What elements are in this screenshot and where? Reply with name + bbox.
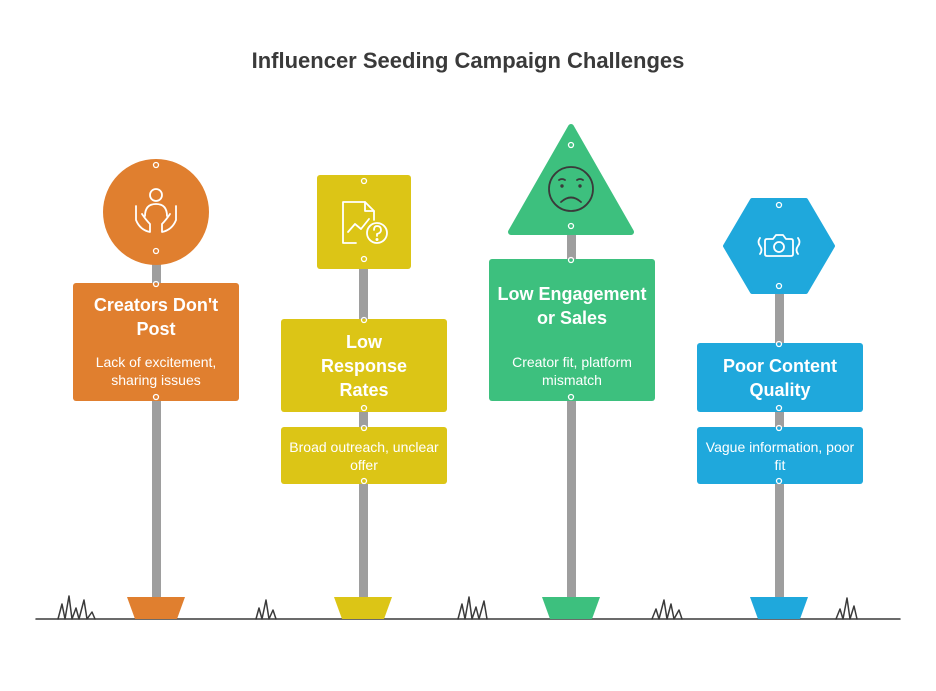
- rivet: [775, 404, 783, 412]
- sign-description-creators: Lack of excitement, sharing issues: [95, 354, 217, 388]
- sign-heading-engagement: Low Engagement or Sales: [497, 284, 647, 328]
- rivet: [152, 247, 160, 255]
- grass-tuft: [57, 595, 96, 620]
- sign-sub-panel: [697, 427, 863, 484]
- sign-panel: [489, 259, 655, 401]
- rivet: [567, 141, 575, 149]
- rivet: [360, 177, 368, 185]
- sign-base: [334, 597, 392, 619]
- page-title: Influencer Seeding Campaign Challenges: [251, 48, 685, 73]
- rivet: [567, 393, 575, 401]
- user-hands-icon: [135, 188, 177, 233]
- rivet: [567, 256, 575, 264]
- rivet: [360, 424, 368, 432]
- rivet: [775, 201, 783, 209]
- chart-question-icon: [342, 201, 388, 244]
- ground: [35, 595, 901, 620]
- grass-tuft: [255, 599, 277, 620]
- rivet: [360, 404, 368, 412]
- sign-heading-response: Low Response Rates: [320, 332, 408, 400]
- rivet: [152, 280, 160, 288]
- sign-quality: [697, 198, 863, 619]
- sign-base: [127, 597, 185, 619]
- sign-heading-creators: Creators Don't Post: [93, 295, 219, 339]
- rivet: [360, 477, 368, 485]
- rivet: [567, 222, 575, 230]
- rivet: [775, 282, 783, 290]
- rivet: [775, 340, 783, 348]
- sign-base: [750, 597, 808, 619]
- sign-heading-quality: Poor Content Quality: [723, 356, 837, 400]
- sign-base: [542, 597, 600, 619]
- sign-description-response: Broad outreach, unclear offer: [289, 439, 439, 473]
- rivet: [775, 424, 783, 432]
- sign-top-triangle: [508, 124, 634, 235]
- sign-top-hexagon: [723, 198, 835, 294]
- rivet: [775, 477, 783, 485]
- grass-tuft: [835, 597, 858, 620]
- sign-pole: [152, 230, 161, 602]
- sign-panel: [281, 319, 447, 412]
- sign-description-engagement: Creator fit, platform mismatch: [512, 354, 632, 388]
- sign-panel: [697, 343, 863, 412]
- sign-description-quality: Vague information, poor fit: [705, 439, 855, 473]
- sign-top-square: [317, 175, 411, 269]
- sign-response: [281, 175, 447, 619]
- camera-vibrate-icon: [757, 234, 801, 257]
- sign-creators: [73, 159, 239, 619]
- sign-sub-panel: [281, 427, 447, 484]
- rivet: [152, 161, 160, 169]
- rivet: [360, 255, 368, 263]
- rivet: [360, 316, 368, 324]
- grass-tuft: [457, 596, 488, 620]
- sad-face-icon: [548, 166, 594, 212]
- sign-pole: [567, 220, 576, 602]
- sign-panel: [73, 283, 239, 401]
- grass-tuft: [651, 599, 683, 620]
- sign-engagement: [489, 124, 655, 619]
- sign-top-circle: [103, 159, 209, 265]
- rivet: [152, 393, 160, 401]
